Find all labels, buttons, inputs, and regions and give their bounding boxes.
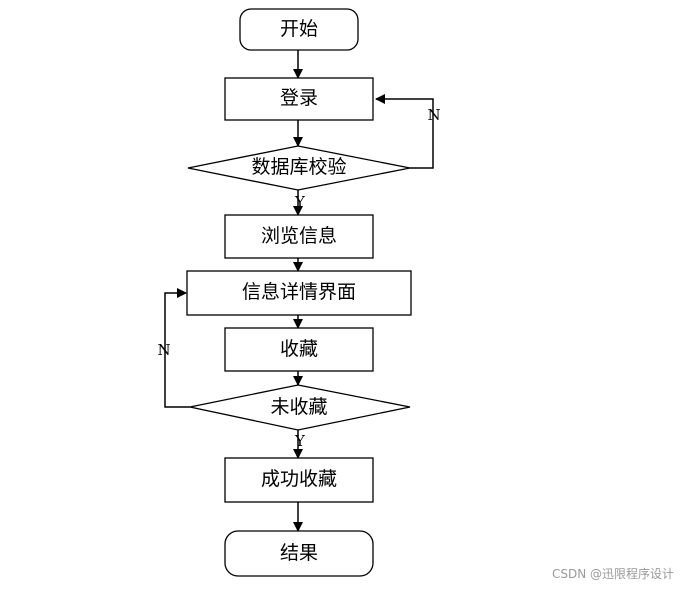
- favorite-label: 收藏: [280, 338, 318, 360]
- detail-label: 信息详情界面: [242, 281, 356, 303]
- db-check-no-label: N: [427, 106, 440, 124]
- db-check-decision: [187, 145, 411, 191]
- browse-label: 浏览信息: [261, 225, 337, 247]
- db-check-yes-label: Y: [294, 193, 306, 211]
- not-favorited-no-label: N: [157, 341, 170, 359]
- success-label: 成功收藏: [261, 468, 337, 490]
- not-favorited-label: 未收藏: [270, 396, 327, 418]
- browse-box: [224, 214, 374, 259]
- start-label: 开始: [280, 18, 318, 40]
- edge-notfav-no-loop: [164, 288, 190, 408]
- end-terminal: [224, 530, 374, 577]
- csdn-watermark: CSDN @迅限程序设计: [552, 567, 675, 581]
- db-check-label: 数据库校验: [251, 156, 346, 178]
- detail-box: [186, 270, 412, 316]
- start-terminal: [239, 8, 359, 51]
- edge-dbcheck-no-loop: [375, 94, 434, 169]
- login-box: [224, 77, 374, 121]
- success-box: [224, 457, 374, 503]
- not-favorited-yes-label: Y: [294, 432, 306, 450]
- end-label: 结果: [280, 542, 318, 564]
- favorite-box: [224, 327, 374, 372]
- login-label: 登录: [280, 87, 318, 109]
- not-favorited-decision: [189, 384, 411, 431]
